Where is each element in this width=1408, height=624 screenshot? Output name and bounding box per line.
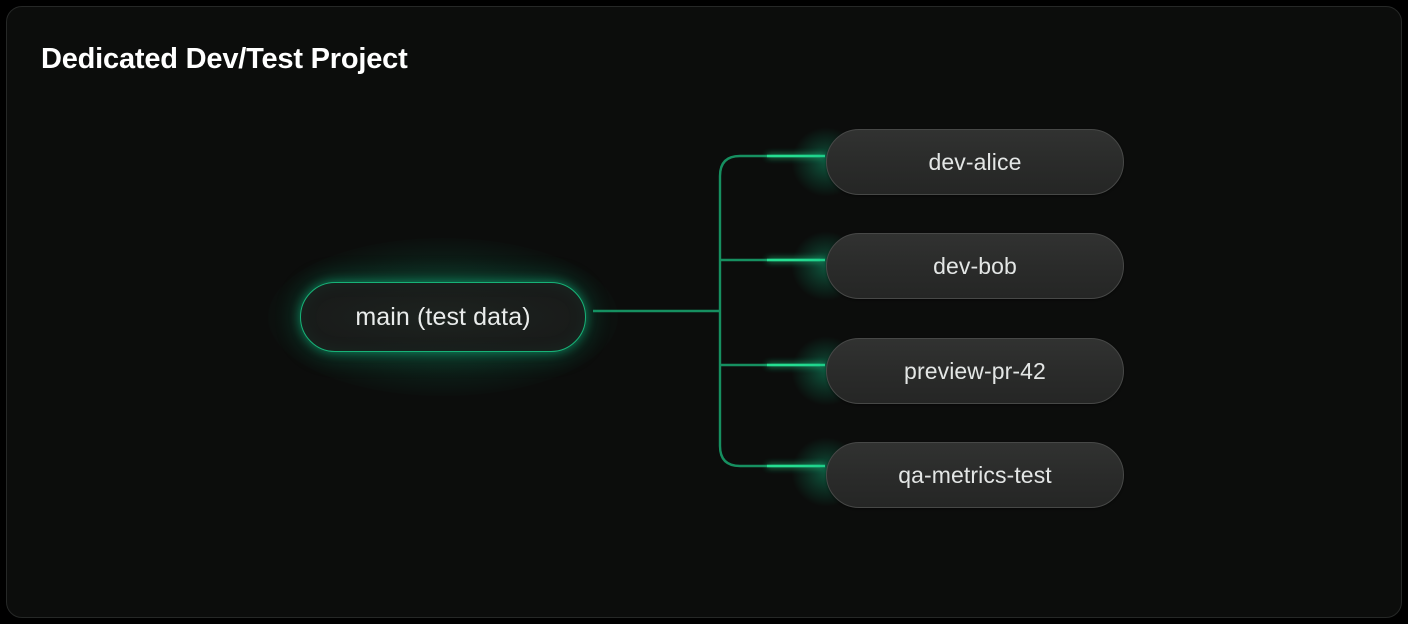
node-label: qa-metrics-test xyxy=(898,461,1052,488)
root-pill-shape xyxy=(300,282,586,352)
diagram-card: Dedicated Dev/Test Project xyxy=(6,6,1402,618)
connector-edges xyxy=(591,154,825,468)
page-title: Dedicated Dev/Test Project xyxy=(41,43,408,75)
node-label: dev-bob xyxy=(933,252,1017,279)
branch-diagram: main (test data) dev-alice dev-bob previ… xyxy=(7,7,1401,617)
node-branch-dev-alice[interactable]: dev-alice xyxy=(826,129,1124,195)
node-label: main (test data) xyxy=(355,302,531,331)
node-branch-dev-bob[interactable]: dev-bob xyxy=(826,233,1124,299)
node-branch-preview-pr-42[interactable]: preview-pr-42 xyxy=(826,338,1124,404)
node-root-main[interactable]: main (test data) xyxy=(268,238,618,396)
node-label: dev-alice xyxy=(928,148,1022,175)
node-label: preview-pr-42 xyxy=(904,357,1046,384)
node-branch-qa-metrics-test[interactable]: qa-metrics-test xyxy=(826,442,1124,508)
